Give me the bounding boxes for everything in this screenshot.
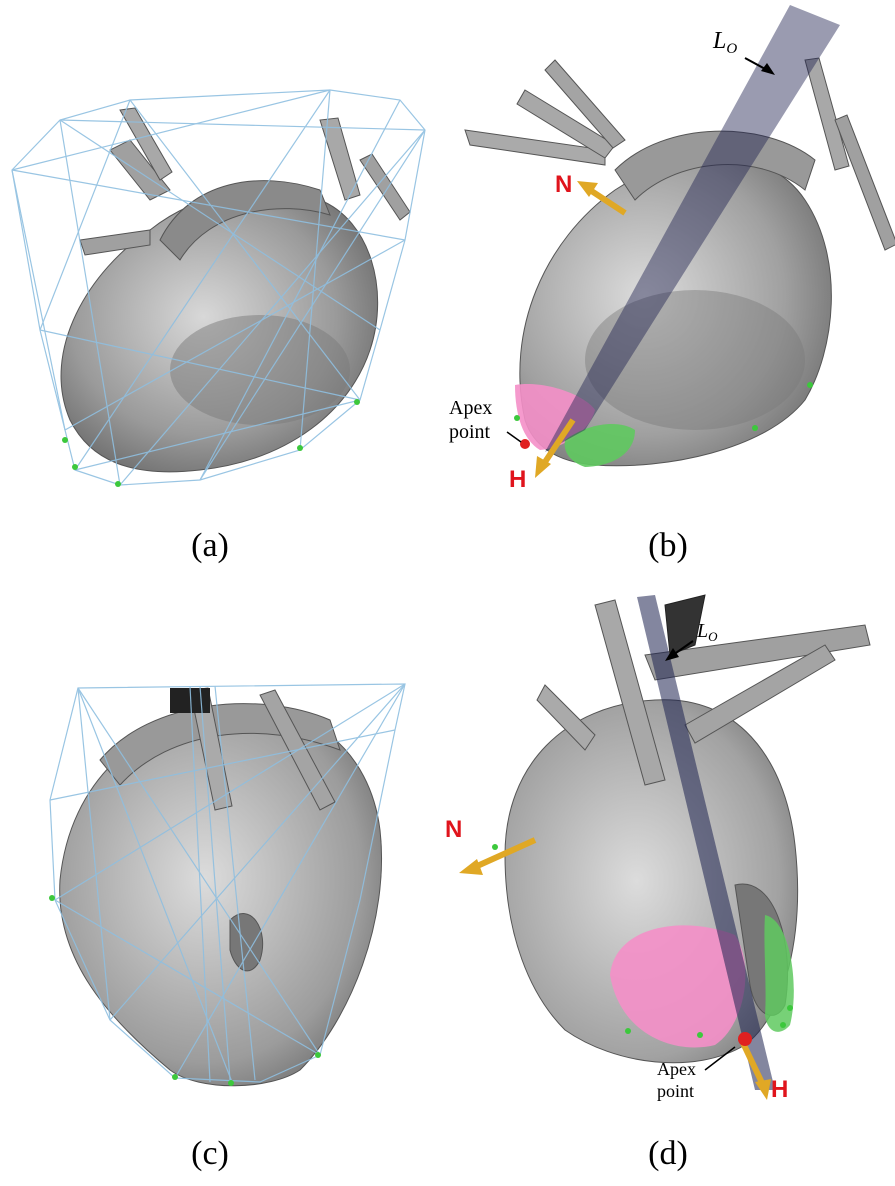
caption-b: (b)	[608, 527, 728, 565]
apex-pointer	[507, 432, 521, 442]
label-lo: LO	[712, 28, 737, 57]
panel-a	[0, 0, 440, 500]
caption-d: (d)	[608, 1135, 728, 1173]
panel-d: LO N H Apex point	[445, 585, 895, 1115]
caption-c: (c)	[150, 1135, 270, 1173]
panel-b: LO N H Apex point	[445, 0, 895, 500]
label-apex-line1: Apex	[657, 1059, 696, 1079]
label-apex-line2: point	[449, 421, 491, 443]
label-n: N	[445, 816, 462, 843]
label-apex-line1: Apex	[449, 397, 492, 419]
panel-c-figure	[0, 600, 440, 1110]
label-lo: LO	[696, 620, 718, 644]
panel-b-figure: LO N H Apex point	[445, 0, 895, 500]
apex-dot	[520, 439, 530, 449]
label-h: H	[509, 466, 526, 493]
apex-dot	[738, 1032, 752, 1046]
panel-c	[0, 600, 440, 1110]
heart-surface	[61, 108, 410, 472]
caption-a: (a)	[150, 527, 270, 565]
panel-a-figure	[0, 0, 440, 500]
label-n: N	[555, 171, 572, 198]
heart-surface	[60, 688, 382, 1086]
panel-d-figure: LO N H Apex point	[445, 585, 895, 1115]
label-apex-line2: point	[657, 1081, 694, 1101]
label-h: H	[771, 1076, 788, 1103]
